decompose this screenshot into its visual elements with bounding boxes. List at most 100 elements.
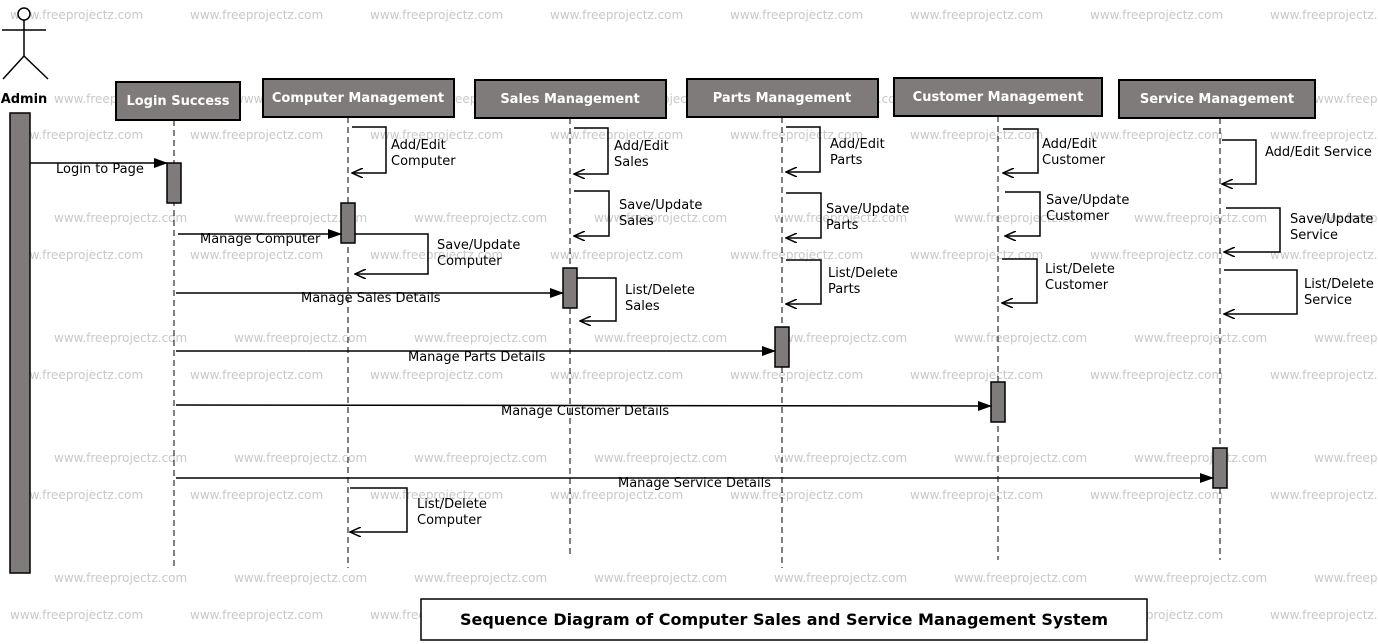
watermark-text: www.freeprojectz.com <box>414 451 547 465</box>
message-manage-computer-label: Manage Computer <box>200 232 321 247</box>
watermark-text: www.freeprojectz.com <box>954 571 1087 585</box>
watermark-text: www.freeprojectz.com <box>190 608 323 622</box>
watermark-text: www.freeprojectz.com <box>774 211 907 225</box>
self-message-sales-list-label: List/Delete Sales <box>625 283 699 314</box>
self-message-sales-save-label: Save/Update Sales <box>619 198 707 229</box>
lifeline-login-label: Login Success <box>126 94 229 109</box>
self-message-customer-add-label: Add/Edit Customer <box>1042 137 1106 168</box>
watermark-text: www.freeprojectz.com <box>1270 368 1378 382</box>
self-message-sales-add-label: Add/Edit Sales <box>614 139 673 170</box>
caption-box <box>420 598 1148 641</box>
lifeline-sales-label: Sales Management <box>500 92 639 107</box>
watermark-text: www.freeprojectz.com <box>1134 211 1267 225</box>
self-message-computer-add-label: Add/Edit Computer <box>391 138 456 169</box>
lifeline-computer-box <box>262 78 455 118</box>
watermark-text: www.freeprojectz.com <box>954 451 1087 465</box>
customer-activation-bar <box>990 381 1006 423</box>
watermark-text: www.freeprojectz.com <box>910 128 1043 142</box>
diagram-caption: Sequence Diagram of Computer Sales and S… <box>460 610 1108 629</box>
watermark-text: www.freeprojectz.com <box>730 368 863 382</box>
self-message-parts-list-label: List/Delete Parts <box>828 266 902 297</box>
watermark-text: www.freeprojectz.com <box>10 128 143 142</box>
watermark-text: www.freeprojectz.com <box>1314 451 1378 465</box>
watermark-text: www.freeprojectz.com <box>1090 8 1223 22</box>
watermark-text: www.freeprojectz.com <box>550 488 683 502</box>
self-message-computer-save-label: Save/Update Computer <box>437 238 525 269</box>
watermark-text: www.freeprojectz.com <box>1270 608 1378 622</box>
watermark-text: www.freeprojectz.com <box>594 571 727 585</box>
watermark-text: www.freeprojectz.com <box>1270 128 1378 142</box>
watermark-text: www.freeprojectz.com <box>10 608 143 622</box>
watermark-text: www.freeprojectz.com <box>54 451 187 465</box>
watermark-text: www.freeprojectz.com <box>414 571 547 585</box>
watermark-text: www.freeprojectz.com <box>414 211 547 225</box>
watermark-text: www.freeprojectz.com <box>234 331 367 345</box>
lifeline-sales-box <box>474 79 667 119</box>
watermark-text: www.freeprojectz.com <box>370 8 503 22</box>
watermark-text: www.freeprojectz.com <box>730 488 863 502</box>
watermark-text: www.freeprojectz.com <box>910 488 1043 502</box>
watermark-text: www.freeprojectz.com <box>730 8 863 22</box>
actor-label: Admin <box>1 92 48 107</box>
watermark-text: www.freeprojectz.com <box>1134 451 1267 465</box>
lifeline-service-box <box>1118 79 1316 119</box>
self-message-customer-add-arrow <box>1003 128 1039 173</box>
watermark-text: www.freeprojectz.com <box>1270 248 1378 262</box>
watermark-text: www.freeprojectz.com <box>910 368 1043 382</box>
watermark-text: www.freeprojectz.com <box>954 331 1087 345</box>
watermark-text: www.freeprojectz.com <box>370 248 503 262</box>
lifeline-computer-label: Computer Management <box>272 91 444 106</box>
self-message-service-save-arrow <box>1224 207 1281 252</box>
message-manage-sales-label: Manage Sales Details <box>301 291 441 306</box>
watermark-text: www.freeprojectz.com <box>1134 331 1267 345</box>
self-message-customer-save-label: Save/Update Customer <box>1046 193 1134 224</box>
watermark-text: www.freeprojectz.com <box>550 128 683 142</box>
watermark-text: www.freeprojectz.com <box>1314 571 1378 585</box>
lifeline-service-label: Service Management <box>1140 92 1294 107</box>
watermark-text: www.freeprojectz.com <box>370 128 503 142</box>
watermark-text: www.freeprojectz.com <box>730 128 863 142</box>
self-message-customer-save-arrow <box>1005 191 1041 236</box>
watermark-text: www.freeprojectz.com <box>1090 128 1223 142</box>
message-manage-customer-arrow <box>175 400 992 411</box>
watermark-text: www.freeprojectz.com <box>550 248 683 262</box>
watermark-text: www.freeprojectz.com <box>234 211 367 225</box>
watermark-text: www.freeprojectz.com <box>370 488 503 502</box>
lifeline-login-box <box>115 81 241 121</box>
watermark-text: www.freeprojectz.com <box>234 571 367 585</box>
self-message-sales-add-arrow <box>574 127 609 174</box>
watermark-text: www.freeprojectz.com <box>54 211 187 225</box>
self-message-customer-list-label: List/Delete Customer <box>1045 262 1119 293</box>
service-activation-bar <box>1212 447 1228 489</box>
watermark-text: www.freeprojectz.com <box>190 8 323 22</box>
lifeline-parts-label: Parts Management <box>713 91 852 106</box>
self-message-sales-save-arrow <box>574 190 610 236</box>
lifeline-customer-label: Customer Management <box>913 90 1084 105</box>
self-message-service-add-label: Add/Edit Service <box>1265 145 1372 160</box>
watermark-text: www.freeprojectz.com <box>370 368 503 382</box>
watermark-text: www.freeprojectz.com <box>190 248 323 262</box>
watermark-text: www.freeprojectz.com <box>10 488 143 502</box>
watermark-text: www.freeprojectz.com <box>54 331 187 345</box>
watermark-text: www.freeprojectz.com <box>910 8 1043 22</box>
watermark-text: www.freeprojectz.com <box>774 331 907 345</box>
watermark-text: www.freeprojectz.com <box>10 8 143 22</box>
self-message-service-add-arrow <box>1222 139 1257 184</box>
message-login-label: Login to Page <box>56 162 144 177</box>
watermark-text: www.freeprojectz.com <box>730 248 863 262</box>
watermark-text: www.freeprojectz.com <box>594 211 727 225</box>
self-message-service-save-label: Save/Update Service <box>1290 212 1378 243</box>
watermark-text: www.freeprojectz.com <box>10 248 143 262</box>
watermark-text: www.freeprojectz.com <box>910 248 1043 262</box>
watermark-text: www.freeprojectz.com <box>1270 488 1378 502</box>
lifeline-customer-box <box>893 77 1103 117</box>
watermark-text: www.freeprojectz.com <box>10 368 143 382</box>
admin-activation-bar <box>9 112 31 574</box>
actor-admin-figure <box>2 7 49 80</box>
watermark-text: www.freeprojectz.com <box>234 451 367 465</box>
message-manage-parts-label: Manage Parts Details <box>408 350 546 365</box>
watermark-text: www.freeprojectz.com <box>550 368 683 382</box>
watermark-text: www.freeprojectz.com <box>1314 211 1378 225</box>
watermark-text: www.freeprojectz.com <box>1090 488 1223 502</box>
self-message-parts-add-arrow <box>786 126 821 172</box>
